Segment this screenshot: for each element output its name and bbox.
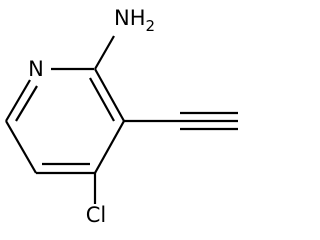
bond-c3-c2 bbox=[89, 68, 125, 122]
bond-c5-c4 bbox=[36, 162, 95, 175]
bond-alkyne-triple bbox=[180, 111, 238, 131]
bond-c6-c5 bbox=[5, 120, 37, 174]
atom-ring-nitrogen: N bbox=[28, 57, 44, 81]
amine-subscript: 2 bbox=[146, 17, 156, 35]
molecule-structure: N NH2 Cl bbox=[5, 6, 238, 227]
atom-amine: NH2 bbox=[114, 6, 155, 35]
amine-symbol: NH bbox=[114, 6, 146, 30]
bond-c4-c3 bbox=[94, 120, 125, 174]
bond-c2-amine bbox=[94, 35, 115, 70]
atom-chlorine: Cl bbox=[86, 203, 107, 227]
bond-n1-c6 bbox=[5, 79, 38, 122]
